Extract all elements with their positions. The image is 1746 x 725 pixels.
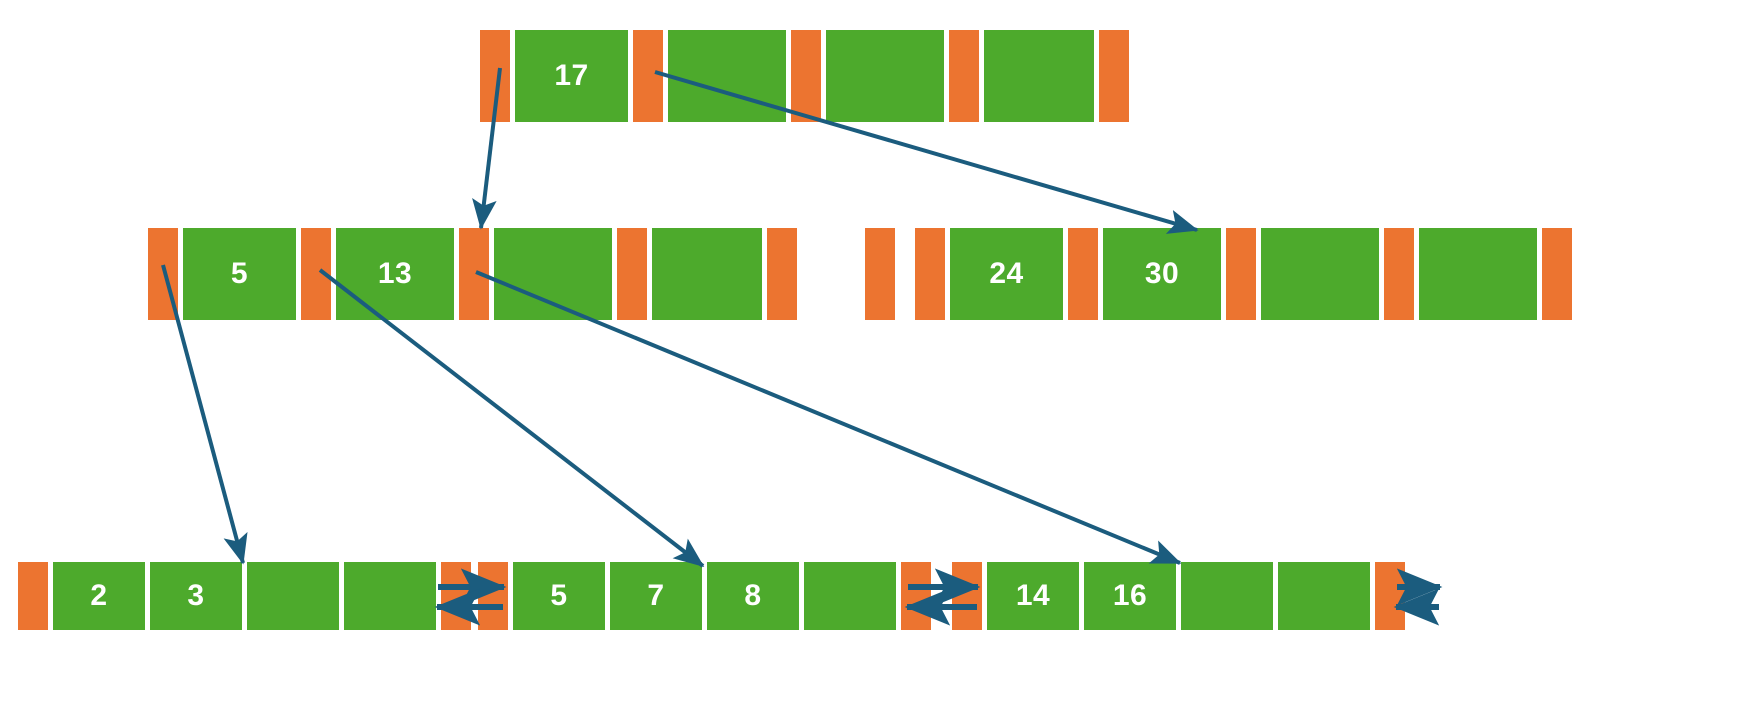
leaf-node-2-key-2[interactable]: 7 — [610, 562, 702, 630]
leaf-node-2-key-3[interactable]: 8 — [707, 562, 799, 630]
root-node-pointer-4[interactable] — [791, 30, 821, 122]
internal-node-right-pointer-2[interactable] — [915, 228, 945, 320]
internal-node-right[interactable]: 24 30 — [865, 228, 1572, 320]
leaf-node-2-pointer-0[interactable] — [478, 562, 508, 630]
internal-node-left-key-1[interactable]: 5 — [183, 228, 296, 320]
internal-node-right-key-7[interactable] — [1261, 228, 1379, 320]
cell-value: 5 — [550, 579, 568, 612]
root-node-key-5[interactable] — [826, 30, 944, 122]
leaf-node-3-pointer-5[interactable] — [1375, 562, 1405, 630]
internal-node-left-pointer-8[interactable] — [767, 228, 797, 320]
internal-node-left-key-3[interactable]: 13 — [336, 228, 454, 320]
internal-node-right-pointer-4[interactable] — [1068, 228, 1098, 320]
cell-value: 16 — [1112, 579, 1148, 612]
internal-node-right-pointer-8[interactable] — [1384, 228, 1414, 320]
root-node-key-3[interactable] — [668, 30, 786, 122]
cell-value: 8 — [744, 579, 762, 612]
leaf-node-2[interactable]: 5 7 8 — [478, 562, 931, 630]
leaf-node-3-pointer-0[interactable] — [952, 562, 982, 630]
root-node-key-1[interactable]: 17 — [515, 30, 628, 122]
leaf-node-3-key-3[interactable] — [1181, 562, 1273, 630]
internal-node-left-pointer-2[interactable] — [301, 228, 331, 320]
root-node-key-7[interactable] — [984, 30, 1094, 122]
internal-node-left[interactable]: 5 13 — [148, 228, 797, 320]
root-node-pointer-2[interactable] — [633, 30, 663, 122]
internal-node-right-key-9[interactable] — [1419, 228, 1537, 320]
leaf-node-2-key-4[interactable] — [804, 562, 896, 630]
internal-node-left-pointer-6[interactable] — [617, 228, 647, 320]
internal-node-right-gap-1[interactable] — [900, 228, 910, 320]
leaf-node-1-key-4[interactable] — [344, 562, 436, 630]
leaf-node-1-key-1[interactable]: 2 — [53, 562, 145, 630]
leaf-node-2-pointer-5[interactable] — [901, 562, 931, 630]
leaf-node-2-key-1[interactable]: 5 — [513, 562, 605, 630]
root-node-pointer-8[interactable] — [1099, 30, 1129, 122]
leaf-node-3-key-2[interactable]: 16 — [1084, 562, 1176, 630]
internal-node-left-key-5[interactable] — [494, 228, 612, 320]
internal-node-right-key-5[interactable]: 30 — [1103, 228, 1221, 320]
internal-node-left-pointer-4[interactable] — [459, 228, 489, 320]
root-node-pointer-0[interactable] — [480, 30, 510, 122]
internal-node-right-pointer-0[interactable] — [865, 228, 895, 320]
leaf-node-1-key-2[interactable]: 3 — [150, 562, 242, 630]
leaf-node-3[interactable]: 14 16 — [952, 562, 1405, 630]
cell-value: 7 — [647, 579, 665, 612]
cell-value: 3 — [187, 579, 205, 612]
cell-value: 17 — [554, 59, 589, 92]
internal-node-right-key-3[interactable]: 24 — [950, 228, 1063, 320]
leaf-node-3-key-4[interactable] — [1278, 562, 1370, 630]
internal-node-right-pointer-6[interactable] — [1226, 228, 1256, 320]
internal-node-left-pointer-0[interactable] — [148, 228, 178, 320]
cell-value: 14 — [1015, 579, 1051, 612]
leaf-node-1-pointer-0[interactable] — [18, 562, 48, 630]
internal-node-right-pointer-10[interactable] — [1542, 228, 1572, 320]
cell-value: 5 — [230, 257, 249, 290]
leaf-node-1-key-3[interactable] — [247, 562, 339, 630]
cell-value: 13 — [377, 257, 413, 290]
cell-value: 30 — [1144, 257, 1180, 290]
cell-value: 2 — [90, 579, 108, 612]
root-node-pointer-6[interactable] — [949, 30, 979, 122]
leaf-node-3-key-1[interactable]: 14 — [987, 562, 1079, 630]
cell-value: 24 — [989, 257, 1024, 290]
root-node[interactable]: 17 — [480, 30, 1129, 122]
internal-node-left-key-7[interactable] — [652, 228, 762, 320]
leaf-node-1-pointer-5[interactable] — [441, 562, 471, 630]
